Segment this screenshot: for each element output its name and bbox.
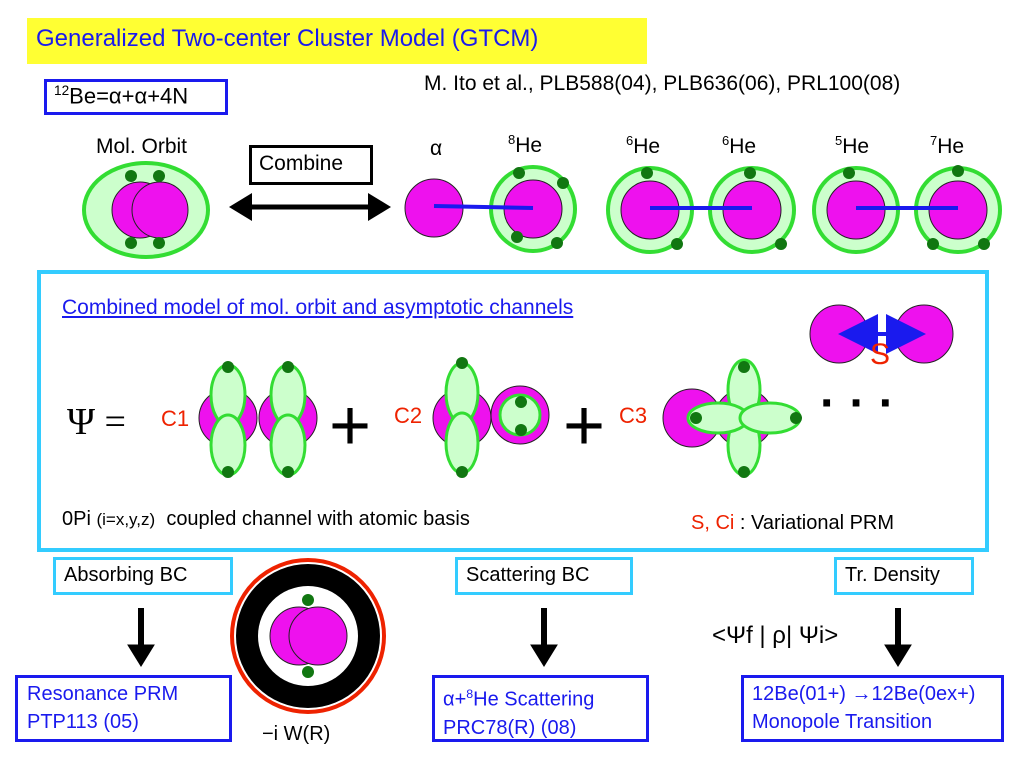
variational-note: S, Ci : Variational PRM — [691, 512, 895, 534]
absorbing-bc-label: Absorbing BC — [64, 564, 188, 586]
mol-orbit-label: Mol. Orbit — [96, 135, 188, 158]
combined-model-panel — [37, 270, 989, 552]
c1-configuration — [198, 361, 318, 478]
tr-density-box — [834, 557, 974, 595]
coefficient-c1: C1 — [161, 406, 190, 431]
be-model-box — [44, 79, 228, 115]
be-model-label: 12Be=α+α+4N — [54, 83, 189, 109]
channel1-left-label: α — [430, 137, 443, 160]
title-banner — [27, 18, 647, 64]
mol-orbit-figure — [82, 161, 210, 259]
basis-note: 0Pi (i=x,y,z) coupled channel with atomi… — [62, 508, 470, 530]
channel3-left-label: 5He — [835, 133, 870, 158]
channel2-left-label: 6He — [626, 133, 661, 158]
channel-6he-6he — [606, 166, 796, 254]
psi-equation: Ψ = — [67, 401, 126, 443]
scattering-result-text: α+8He Scattering PRC78(R) (08) — [443, 687, 595, 739]
scattering-bc-label: Scattering BC — [466, 564, 590, 586]
absorbing-potential-label: −i W(R) — [262, 723, 331, 745]
combine-box — [249, 145, 373, 185]
channel-alpha-8he — [404, 165, 577, 253]
transition-matrix-element: <Ψf | ρ| Ψi> — [712, 622, 839, 649]
channel2-right-label: 6He — [722, 133, 757, 158]
channel-5he-7he — [812, 165, 1002, 254]
channel1-right-label: 8He — [508, 132, 543, 157]
channel3-right-label: 7He — [930, 133, 965, 158]
absorbing-potential-figure — [230, 558, 386, 714]
separation-s-label: S — [870, 338, 891, 371]
separation-s-figure — [809, 304, 954, 364]
combined-model-title: Combined model of mol. orbit and asympto… — [62, 296, 574, 319]
reference-text: M. Ito et al., PLB588(04), PLB636(06), P… — [424, 72, 901, 95]
resonance-result-box — [15, 675, 232, 742]
tr-density-label: Tr. Density — [845, 564, 940, 586]
scattering-bc-box — [455, 557, 633, 595]
c2-configuration — [432, 357, 550, 478]
combine-label: Combine — [259, 152, 344, 175]
plus-sign-2: + — [563, 386, 606, 466]
resonance-result-text: Resonance PRM PTP113 (05) — [27, 683, 179, 733]
combine-double-arrow — [229, 193, 391, 221]
plus-sign-1: + — [329, 386, 372, 466]
c3-configuration — [662, 358, 802, 478]
down-arrows — [127, 608, 912, 667]
absorbing-bc-box — [53, 557, 233, 595]
scattering-result-box — [432, 675, 649, 742]
page-title: Generalized Two-center Cluster Model (GT… — [36, 25, 539, 52]
coefficient-c2: C2 — [394, 403, 423, 428]
ellipsis: · · · — [820, 377, 895, 430]
coefficient-c3: C3 — [619, 403, 648, 428]
monopole-result-box — [741, 675, 1004, 742]
monopole-result-text: 12Be(01+) →12Be(0ex+) Monopole Transitio… — [752, 683, 976, 733]
